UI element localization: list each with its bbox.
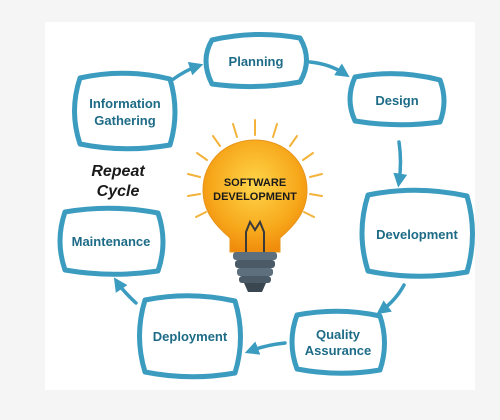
center-title-line2: DEVELOPMENT [213,191,297,203]
node-development: Development [359,187,475,279]
bulb-rays [187,119,323,218]
node-information-gathering: Information Gathering [72,70,178,152]
arrow-information-to-planning [170,62,204,82]
node-quality-assurance: Quality Assurance [289,308,387,376]
node-label-maintenance: Maintenance [72,234,151,249]
node-label-information-line1: Information [89,96,161,111]
arrow-planning-to-design [308,60,350,78]
node-label-design: Design [375,93,418,108]
center-title-line1: SOFTWARE [224,177,286,189]
node-planning: Planning [203,31,309,90]
node-design: Design [347,71,447,128]
node-label-quality-line1: Quality [316,327,361,342]
repeat-cycle-line1: Repeat [91,163,145,180]
arrow-deployment-to-maintenance [113,277,138,305]
node-label-planning: Planning [229,54,284,69]
lightbulb-icon: SOFTWARE DEVELOPMENT [187,119,323,292]
bulb-base [233,252,277,292]
node-label-deployment: Deployment [153,329,228,344]
arrow-design-to-development [393,140,408,188]
bulb-filament [245,219,265,252]
cycle-arrows [113,60,408,355]
arrow-quality-to-deployment [244,341,287,355]
node-deployment: Deployment [137,293,243,380]
node-label-quality-line2: Assurance [305,343,371,358]
node-label-development: Development [376,227,458,242]
repeat-cycle-line2: Cycle [97,183,140,200]
node-maintenance: Maintenance [57,205,166,277]
node-label-information-line2: Gathering [94,113,155,128]
arrow-development-to-quality [376,283,406,315]
